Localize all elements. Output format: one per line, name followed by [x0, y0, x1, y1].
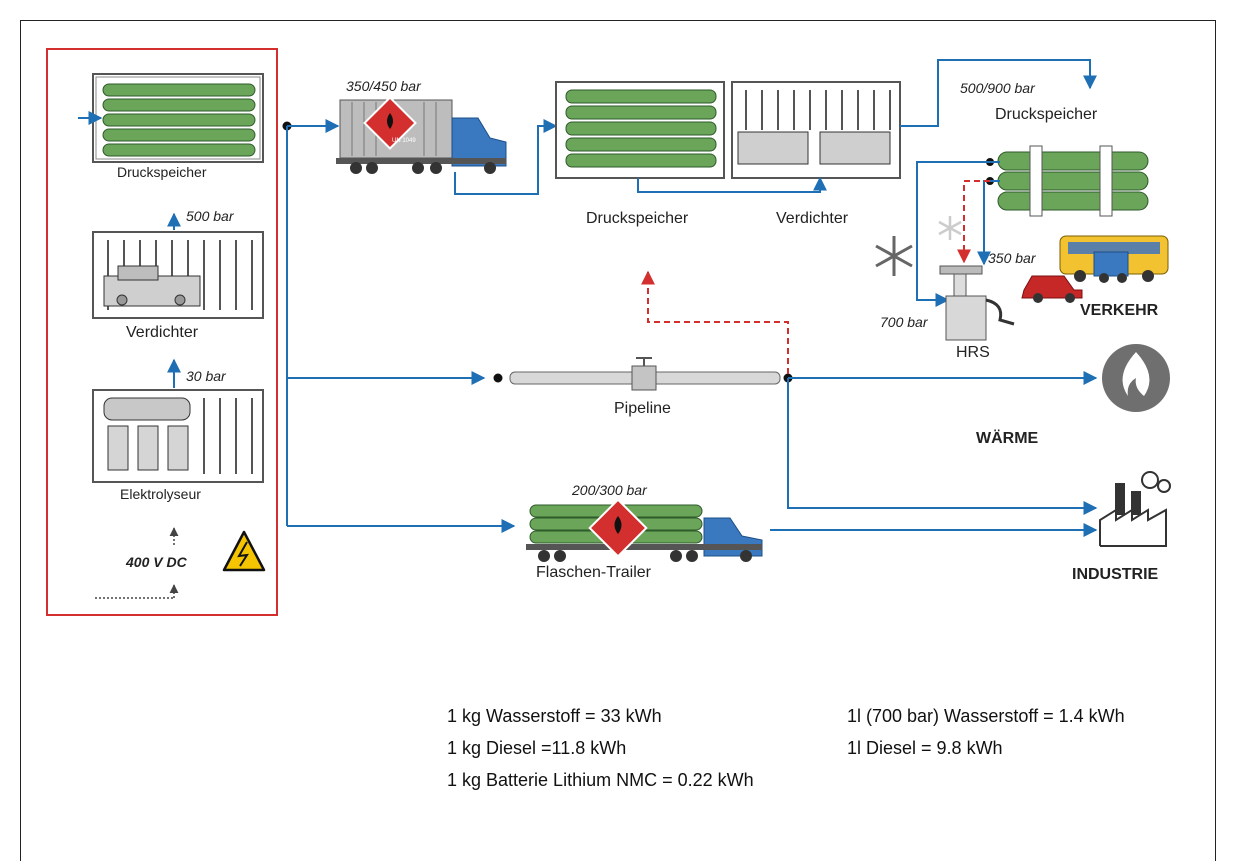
waerme-label: WÄRME: [976, 430, 1039, 447]
equation-left-2: 1 kg Diesel =11.8 kWh: [447, 738, 627, 758]
druckspeicher-right-label: Druckspeicher: [995, 106, 1098, 123]
elektrolyseur-label: Elektrolyseur: [120, 486, 201, 502]
electrolyzer-container: [92, 389, 264, 483]
pressure-30-label: 30 bar: [186, 368, 226, 384]
hazard-diamond-trailer-icon: [588, 498, 648, 558]
bottle-trailer-icon: [526, 504, 763, 562]
pressure-500-label: 500 bar: [186, 208, 234, 224]
truck-small-icon: [1093, 251, 1129, 283]
tube-truck-icon: [336, 99, 507, 174]
pressure-200-300-label: 200/300 bar: [572, 482, 647, 498]
equation-right-1: 1l (700 bar) Wasserstoff = 1.4 kWh: [847, 706, 1125, 726]
flaschen-trailer-label: Flaschen-Trailer: [536, 564, 651, 581]
compressor-container-center: [731, 81, 901, 179]
snowflake-icon: [875, 236, 913, 276]
storage-container-center: [555, 81, 725, 179]
druckspeicher-left-label: Druckspeicher: [117, 164, 207, 180]
fuel-pump-icon: [939, 265, 1015, 341]
industrie-label: INDUSTRIE: [1072, 566, 1159, 583]
equation-left-1: 1 kg Wasserstoff = 33 kWh: [447, 706, 662, 726]
compressor-container-left: [92, 231, 264, 319]
druckspeicher-center-label: Druckspeicher: [586, 210, 689, 227]
factory-icon: [1099, 471, 1171, 547]
equation-left-3: 1 kg Batterie Lithium NMC = 0.22 kWh: [447, 770, 754, 790]
pressure-350-450-label: 350/450 bar: [346, 78, 421, 94]
pipeline-icon: [509, 357, 781, 391]
storage-container-left: [92, 73, 264, 163]
pipeline-label: Pipeline: [614, 400, 671, 417]
onsite-production-box: [46, 48, 278, 616]
equation-right-2: 1l Diesel = 9.8 kWh: [847, 738, 1003, 758]
pressure-700-label: 700 bar: [880, 314, 928, 330]
storage-tubes-right: [997, 145, 1149, 217]
pressure-350-label: 350 bar: [988, 250, 1036, 266]
diagram-frame: [20, 20, 1216, 861]
hazard-diamond-icon: UN 1049: [363, 96, 417, 150]
verdichter-center-label: Verdichter: [776, 210, 849, 227]
snowflake-small-icon: [938, 216, 962, 240]
verdichter-left-label: Verdichter: [126, 324, 199, 341]
hrs-label: HRS: [956, 344, 990, 361]
voltage-label: 400 V DC: [126, 554, 187, 570]
flame-icon: [1102, 344, 1170, 412]
un-code-label: UN 1049: [392, 138, 416, 144]
high-voltage-icon: [222, 530, 266, 572]
car-icon: [1021, 275, 1083, 303]
verkehr-label: VERKEHR: [1080, 302, 1159, 319]
pressure-500-900-label: 500/900 bar: [960, 80, 1035, 96]
